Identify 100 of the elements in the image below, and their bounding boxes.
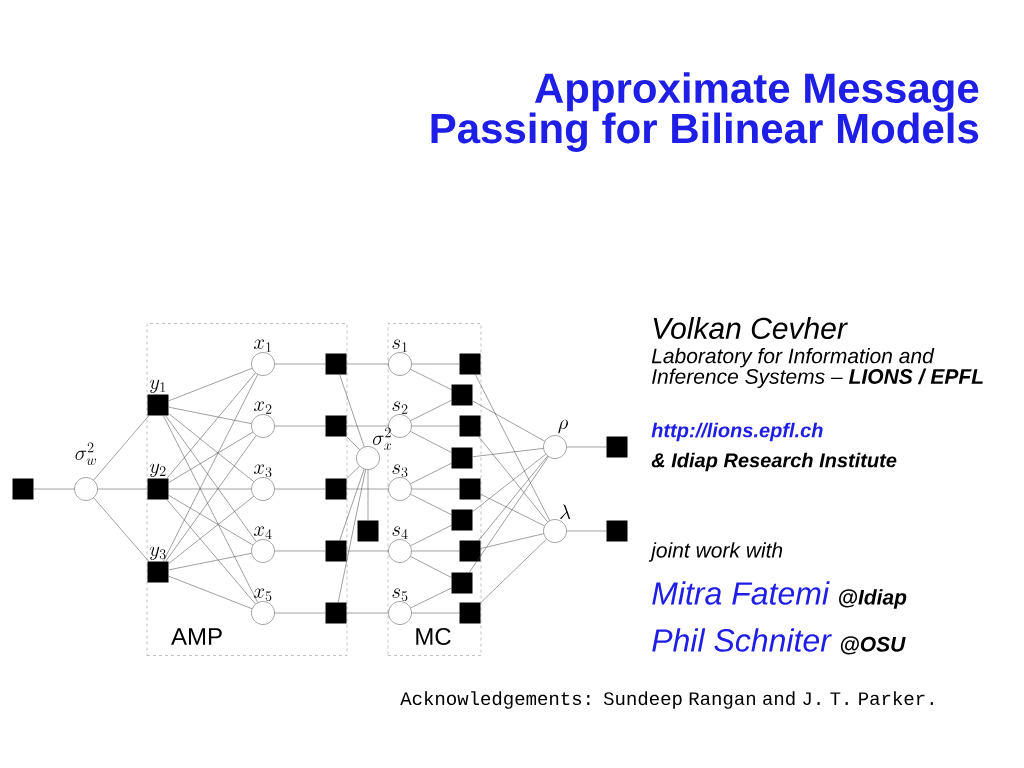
node-label: $\rho$ [558,419,568,434]
factor-node [147,394,169,416]
connector [410,463,452,484]
node-label: $x_4$ [254,526,272,539]
connector [168,496,255,564]
variable-node [388,352,412,376]
connector [566,446,607,448]
node-label: $y_2$ [149,463,166,477]
node-label: $s_1$ [392,339,407,352]
variable-node [251,477,275,501]
connector [168,406,252,424]
connector [339,374,365,448]
node-label: $\sigma_w^2$ [75,442,96,465]
connector [480,533,544,549]
connector [97,488,148,490]
connector [33,488,75,490]
factor-node [451,384,473,406]
connector [93,415,150,481]
factor-node [451,447,473,469]
variable-node [251,539,275,563]
web-link: http://lions.epfl.ch [651,422,823,442]
connector [410,556,452,578]
factor-node [606,436,628,458]
factor-node [451,509,473,531]
node-label: $\lambda$ [560,504,571,520]
connector [411,363,460,365]
connector [168,431,254,483]
affiliation-tag: @OSU [840,636,906,655]
factor-node [12,478,34,500]
connector [274,612,326,614]
node-label: $s_4$ [392,526,408,539]
connector [166,372,256,479]
affiliation-text: & Idiap Research Institute [651,452,897,472]
connector [339,468,365,541]
affiliation-tag: @Idiap [839,589,907,609]
node-label: $s_5$ [392,588,408,602]
connector [168,368,253,402]
title: Approximate Message Passing for Bilinear Models [431,72,979,152]
connector [478,436,548,523]
factor-node [459,353,481,375]
node-label: $y_3$ [149,546,166,560]
connector [410,400,452,421]
connector [274,363,326,365]
factor-node [357,520,379,542]
connector [410,494,452,515]
factor-node [147,561,169,583]
connector [410,587,452,609]
connector [478,455,548,541]
connector [566,530,607,532]
node-label: $s_3$ [392,464,408,478]
connector [480,494,545,527]
coauthor-name: Phil Schniter [652,628,832,652]
node-label: $s_2$ [392,401,408,414]
variable-node [543,435,567,459]
note-text: joint work with [648,542,783,562]
connector [346,488,389,490]
connector [93,497,149,562]
variable-node [388,477,412,501]
connector [411,550,460,552]
affiliation-text: Laboratory for Information and Inference Systems – LIONS / EPFL [651,347,983,389]
connector [346,363,389,365]
connector [337,469,366,603]
connector [480,538,547,603]
connector [469,456,549,573]
connector [274,550,326,552]
factor-node [459,415,481,437]
variable-node [388,539,412,563]
variable-node [543,519,567,543]
connector [410,525,452,546]
connector [346,425,389,427]
factor-node [459,478,481,500]
connector [346,436,360,450]
factor-node [325,602,347,624]
connector [472,400,545,442]
connector [410,431,452,453]
connector [411,612,460,614]
factor-node [325,415,347,437]
connector [274,488,326,490]
connector [367,469,369,521]
factor-node [606,520,628,542]
node-label: $x_1$ [254,339,271,352]
node-label: $x_2$ [254,401,272,414]
connector [168,488,252,490]
connector [168,553,252,571]
connector [168,413,255,482]
variable-node [74,477,98,501]
variable-node [251,601,275,625]
connector [410,369,452,390]
variable-node [251,414,275,438]
factor-node [147,478,169,500]
connector [346,550,389,552]
connector [472,454,546,512]
variable-node [388,601,412,625]
factor-node [459,540,481,562]
connector [168,575,253,609]
factor-node [451,572,473,594]
node-label: $y_1$ [149,379,166,393]
connector [346,465,360,479]
connector [168,495,254,546]
node-label: $x_3$ [254,464,272,478]
